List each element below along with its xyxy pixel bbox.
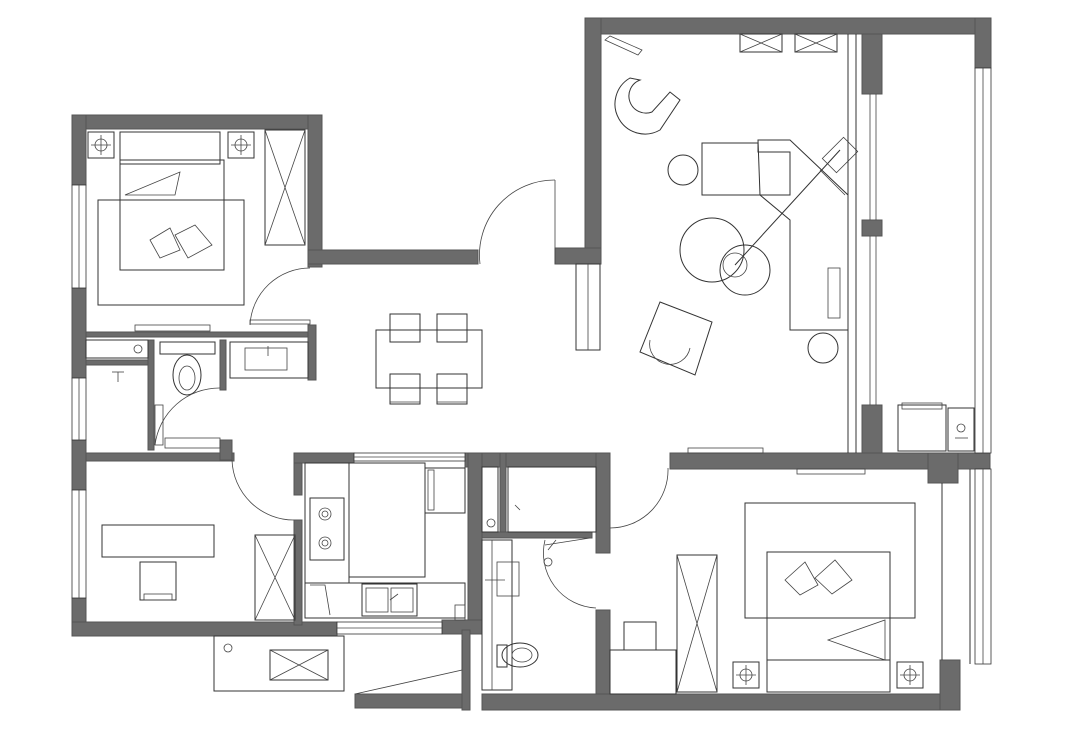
desk-icon bbox=[101, 524, 215, 558]
kitchen bbox=[304, 462, 466, 621]
chair-icon bbox=[623, 621, 657, 651]
bed-icon bbox=[97, 159, 245, 306]
dining-table-icon bbox=[375, 329, 483, 389]
stove-icon bbox=[309, 497, 345, 561]
dining bbox=[375, 179, 601, 405]
door-swing-icon bbox=[479, 179, 556, 265]
wardrobe-icon bbox=[264, 129, 306, 246]
balcony-south bbox=[213, 635, 463, 695]
side-table-icon bbox=[807, 332, 839, 364]
nightstand-icon bbox=[87, 131, 255, 159]
balcony-east bbox=[847, 34, 975, 453]
bedroom-southeast bbox=[609, 467, 971, 695]
washing-machine-icon bbox=[897, 402, 975, 452]
bathroom-central bbox=[481, 466, 597, 691]
sink-icon bbox=[229, 341, 309, 379]
wardrobe-icon bbox=[676, 554, 718, 693]
armchair-icon bbox=[614, 77, 713, 376]
walls bbox=[71, 17, 992, 711]
bed-icon bbox=[744, 502, 916, 661]
side-table-icon bbox=[667, 154, 699, 186]
toilet-icon bbox=[496, 642, 539, 668]
door-swing-icon bbox=[231, 459, 295, 521]
study bbox=[101, 459, 296, 621]
headboard bbox=[119, 131, 221, 165]
dining-chair-icon bbox=[389, 313, 468, 405]
living-room bbox=[604, 33, 859, 454]
sink-icon bbox=[361, 583, 418, 617]
headboard bbox=[766, 659, 891, 693]
coffee-table-icon bbox=[679, 217, 745, 283]
nightstand-icon bbox=[732, 661, 924, 689]
door-swing-icon bbox=[609, 467, 669, 529]
desk-icon bbox=[609, 649, 677, 695]
bedroom-northwest bbox=[87, 129, 311, 332]
sofa-icon bbox=[701, 139, 849, 331]
wardrobe-icon bbox=[254, 534, 296, 621]
chair-icon bbox=[139, 561, 177, 601]
floor-lamp-icon bbox=[734, 136, 859, 266]
windows bbox=[71, 67, 992, 665]
door-swing-icon bbox=[543, 539, 597, 609]
door-swing-icon bbox=[249, 267, 311, 326]
toilet-icon bbox=[159, 341, 216, 396]
door-swing-icon bbox=[154, 387, 221, 446]
bathroom-west bbox=[85, 339, 309, 449]
